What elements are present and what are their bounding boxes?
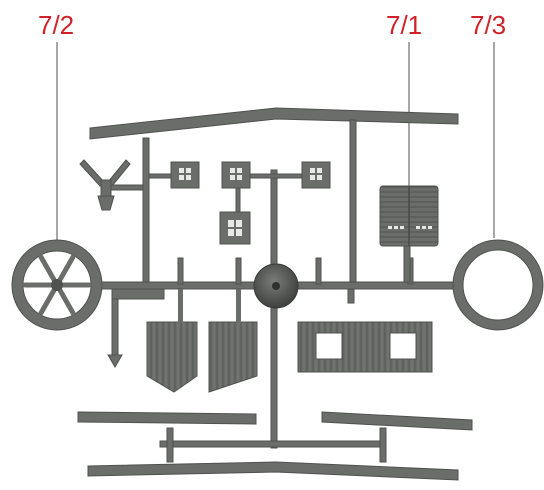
callout-7-1: 7/1 [386,10,423,40]
part-7-2-wheel [11,239,103,331]
wood-board-right [208,289,258,393]
window-frame-1 [170,161,200,189]
gate-stub-1 [177,257,184,285]
center-hub [253,263,299,309]
callout-7-3: 7/3 [470,10,507,40]
window-frame-2 [221,161,251,189]
window-frame-4 [219,211,251,245]
runner-left [142,137,150,289]
gate-stub-5 [347,288,355,304]
weathervane-part [79,159,144,211]
callout-7-2: 7/2 [38,10,75,40]
gate-stub-3 [315,257,322,285]
gate-stub-2 [235,257,242,285]
left-pin [107,288,165,368]
window-gate-1 [148,173,172,179]
part-7-1-panel [379,185,439,283]
bottom-stub-left [166,427,174,463]
runner-right [349,119,357,286]
wood-board-left [146,289,198,393]
window-frame-3 [301,161,331,189]
bottom-plank-long [87,461,459,481]
runner-mid [270,169,278,449]
bottom-runner [159,440,387,448]
wall-panel [297,321,433,373]
sprue-frame [77,107,473,481]
bottom-stub-right [379,427,387,463]
bottom-plank-left [77,411,257,425]
window-frames [170,161,331,245]
part-7-3-ring [452,239,544,331]
top-plank [89,107,459,140]
bottom-plank-right [321,411,473,431]
window-gate-2 [249,173,303,179]
